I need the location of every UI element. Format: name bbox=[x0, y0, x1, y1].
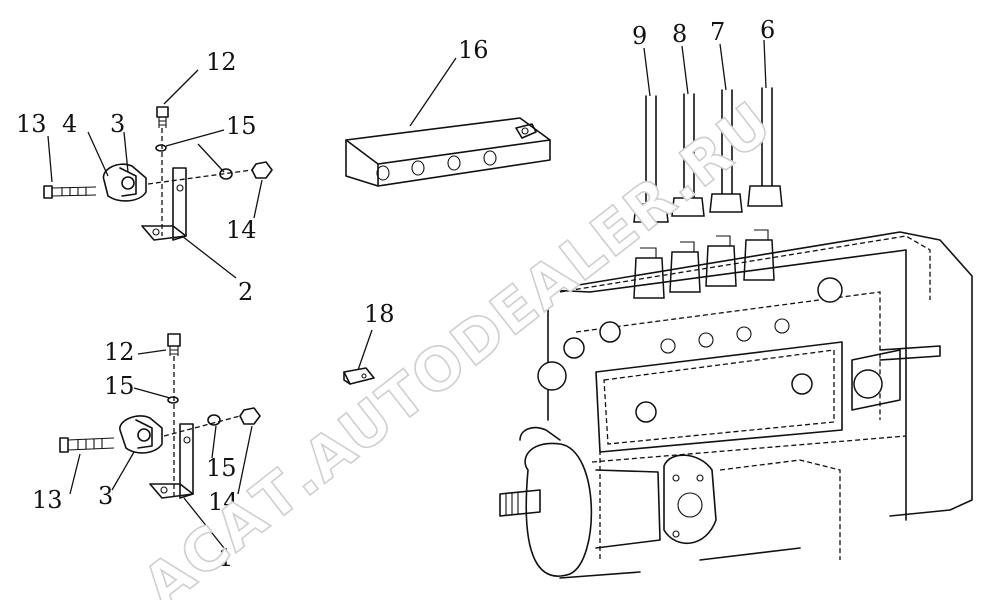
callout-13-lower: 13 bbox=[32, 486, 63, 514]
lower-bracket-assembly bbox=[59, 333, 261, 499]
leader-lines bbox=[47, 39, 767, 549]
callout-13-upper: 13 bbox=[16, 110, 47, 138]
upper-bracket-assembly bbox=[43, 106, 273, 241]
callout-8: 8 bbox=[672, 20, 687, 48]
cover-strip-16 bbox=[345, 117, 551, 187]
callout-12-upper: 12 bbox=[206, 48, 237, 76]
injection-pump bbox=[499, 231, 973, 579]
callout-12-lower: 12 bbox=[104, 338, 135, 366]
callout-1: 1 bbox=[218, 544, 233, 572]
callout-3-upper: 3 bbox=[110, 110, 125, 138]
callout-labels: 12 13 4 3 15 14 2 16 9 8 7 6 18 12 15 13… bbox=[16, 16, 775, 572]
callout-16: 16 bbox=[458, 36, 489, 64]
callout-2: 2 bbox=[238, 278, 253, 306]
callout-14-lower: 14 bbox=[208, 488, 239, 516]
callout-15-upper: 15 bbox=[226, 112, 257, 140]
callout-18: 18 bbox=[364, 300, 395, 328]
callout-9: 9 bbox=[632, 22, 647, 50]
callout-15-lower-left: 15 bbox=[104, 372, 135, 400]
callout-3-lower: 3 bbox=[98, 482, 113, 510]
callout-15-lower-right: 15 bbox=[206, 454, 237, 482]
watermark-text: АСАТ.AUTODEALER.RU bbox=[130, 88, 785, 600]
callout-6: 6 bbox=[760, 16, 775, 44]
callout-7: 7 bbox=[710, 18, 725, 46]
callout-4: 4 bbox=[62, 110, 77, 138]
callout-14-upper: 14 bbox=[226, 216, 257, 244]
